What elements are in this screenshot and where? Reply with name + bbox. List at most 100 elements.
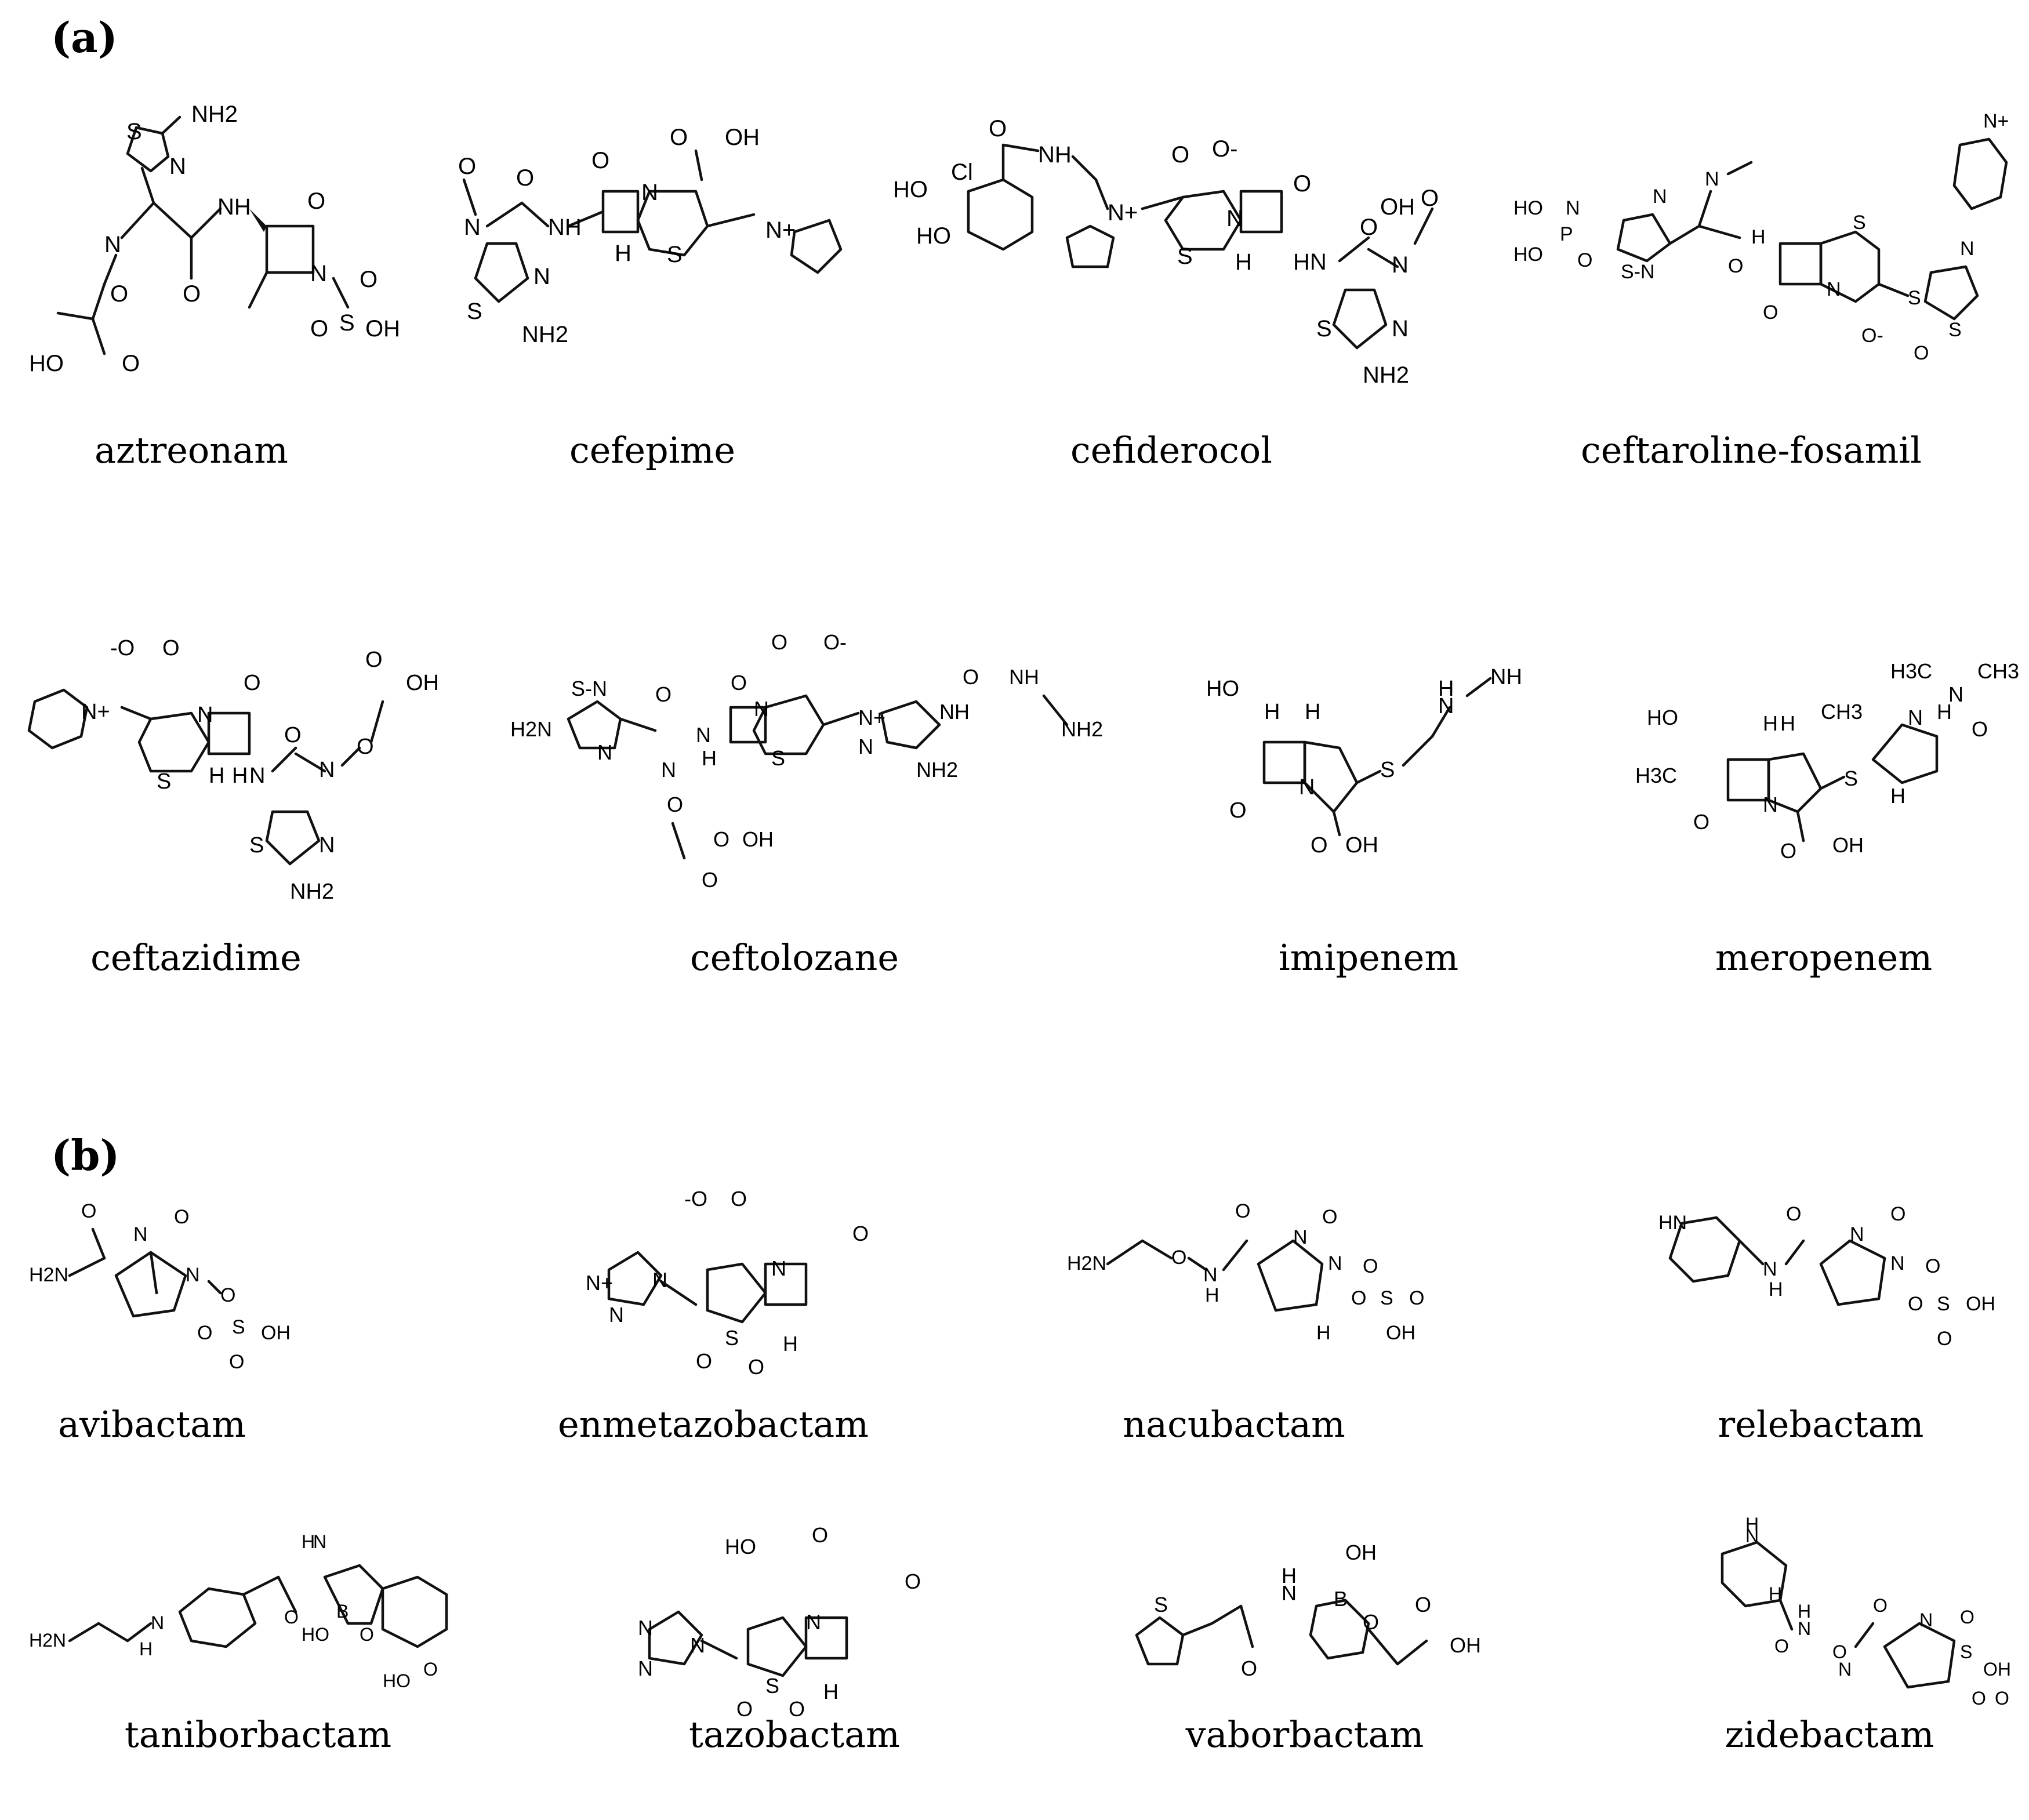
svg-text:H: H — [1305, 700, 1320, 724]
svg-text:O: O — [905, 1570, 921, 1593]
structure-ceftolozane: O O- H2N S-N N O N H N O S N+ N NH O NH … — [510, 626, 1137, 904]
svg-text:S: S — [1908, 287, 1921, 309]
svg-text:H: H — [1205, 1284, 1219, 1306]
svg-text:N+: N+ — [858, 706, 885, 729]
svg-text:OH: OH — [1380, 194, 1415, 220]
svg-text:-O: -O — [684, 1187, 707, 1211]
svg-text:N: N — [1226, 206, 1243, 231]
svg-text:O: O — [244, 671, 261, 695]
svg-text:O: O — [1774, 1636, 1789, 1656]
svg-text:H: H — [1264, 700, 1280, 724]
svg-text:N: N — [310, 261, 327, 286]
svg-text:H: H — [1769, 1278, 1783, 1300]
svg-text:HN: HN — [1293, 249, 1327, 275]
drug-name-tazobactam: tazobactam — [689, 1713, 900, 1756]
svg-text:N: N — [771, 1256, 786, 1280]
svg-text:OH: OH — [1450, 1633, 1481, 1657]
svg-text:O: O — [122, 351, 140, 376]
svg-text:O: O — [713, 827, 729, 851]
svg-text:CH3: CH3 — [1821, 700, 1863, 724]
svg-text:S: S — [771, 746, 785, 770]
svg-text:O: O — [655, 682, 672, 706]
svg-text:H: H — [783, 1332, 798, 1356]
svg-text:N+: N+ — [1108, 200, 1138, 226]
svg-text:N+: N+ — [81, 700, 110, 724]
svg-text:H: H — [1798, 1601, 1811, 1622]
svg-text:H: H — [1937, 700, 1952, 724]
svg-text:S: S — [1960, 1641, 1972, 1662]
svg-text:O: O — [1972, 717, 1988, 741]
svg-text:O: O — [365, 648, 383, 672]
svg-text:N: N — [1653, 186, 1667, 208]
structure-imipenem: HO H H O N S H N NH O OH — [1206, 661, 1531, 904]
svg-text:NH2: NH2 — [916, 758, 958, 782]
svg-text:N: N — [1850, 1223, 1864, 1245]
drug-name-vaborbactam: vaborbactam — [1185, 1713, 1424, 1756]
svg-text:N: N — [609, 1303, 624, 1327]
svg-text:O: O — [174, 1206, 189, 1228]
svg-text:N: N — [186, 1264, 200, 1286]
svg-text:O: O — [1577, 249, 1592, 271]
svg-text:HO: HO — [1206, 677, 1239, 701]
svg-text:O: O — [360, 1624, 374, 1645]
svg-text:O: O — [1925, 1255, 1940, 1277]
svg-text:O: O — [1171, 1247, 1186, 1269]
svg-text:O: O — [789, 1697, 805, 1721]
svg-text:H3C: H3C — [1890, 659, 1932, 683]
svg-text:O-: O- — [823, 630, 847, 654]
svg-text:O: O — [1780, 839, 1796, 863]
svg-text:N: N — [197, 703, 213, 727]
structure-aztreonam: NH2 S N N O O NH O N S OH O O HO O — [17, 87, 412, 388]
svg-text:N: N — [1798, 1618, 1811, 1639]
svg-text:O-: O- — [1861, 325, 1883, 347]
svg-text:N: N — [858, 735, 873, 758]
structure-avibactam: O N O H2N N O S OH O O — [23, 1194, 302, 1380]
svg-text:NH2: NH2 — [290, 880, 334, 904]
svg-text:S: S — [667, 242, 683, 267]
structure-meropenem: H3C N CH3 HO H H CH3 H3C O N S H N H O O… — [1635, 655, 2019, 916]
svg-text:O: O — [1171, 142, 1189, 168]
svg-text:OH: OH — [1386, 1322, 1415, 1344]
structure-tazobactam: HO O O N N N N S O O H — [638, 1519, 986, 1728]
svg-text:O: O — [1363, 1610, 1379, 1634]
svg-text:H3C: H3C — [1635, 764, 1677, 787]
svg-text:N: N — [597, 740, 612, 764]
svg-text:S: S — [765, 1674, 779, 1698]
svg-text:OH: OH — [365, 316, 400, 342]
svg-text:HO: HO — [29, 351, 64, 376]
svg-text:S: S — [1154, 1593, 1168, 1616]
svg-text:O: O — [667, 793, 683, 816]
svg-text:N: N — [1827, 278, 1841, 300]
drug-name-ceftazidime: ceftazidime — [90, 936, 302, 979]
svg-text:N: N — [1919, 1610, 1933, 1630]
structure-enmetazobactam: -O O O N+ N N N S O O H — [551, 1183, 910, 1392]
svg-text:O: O — [310, 316, 328, 342]
svg-text:N: N — [1745, 1525, 1759, 1546]
drug-name-taniborbactam: taniborbactam — [124, 1713, 392, 1756]
svg-text:S: S — [1380, 1287, 1393, 1309]
panel-label-b: (b) — [51, 1131, 120, 1180]
svg-text:CH3: CH3 — [1977, 659, 2019, 683]
svg-text:N: N — [133, 1223, 148, 1245]
svg-text:H: H — [1316, 1322, 1331, 1344]
svg-text:H: H — [1438, 677, 1454, 701]
svg-text:NH2: NH2 — [1061, 717, 1103, 741]
structure-vaborbactam: OH H N B O S O O OH — [1125, 1536, 1508, 1710]
svg-text:N: N — [1960, 238, 1974, 260]
svg-text:O: O — [110, 281, 128, 307]
structure-ceftazidime: -O O N+ N O S H H N O N O O OH S N NH2 — [23, 632, 441, 910]
svg-text:S: S — [1853, 212, 1866, 234]
svg-text:O: O — [591, 148, 609, 173]
svg-text:S: S — [725, 1326, 739, 1350]
svg-text:NH2: NH2 — [1363, 362, 1409, 388]
svg-text:O: O — [852, 1222, 869, 1245]
svg-text:N: N — [1763, 1258, 1777, 1280]
svg-text:H: H — [1235, 249, 1252, 275]
svg-text:OH: OH — [1983, 1659, 2011, 1680]
svg-text:S: S — [1937, 1293, 1950, 1315]
svg-text:N: N — [1282, 1581, 1297, 1605]
svg-text:N: N — [1948, 682, 1963, 706]
svg-text:O: O — [197, 1322, 212, 1344]
svg-text:HO: HO — [1647, 706, 1678, 729]
svg-text:S: S — [1177, 244, 1193, 269]
